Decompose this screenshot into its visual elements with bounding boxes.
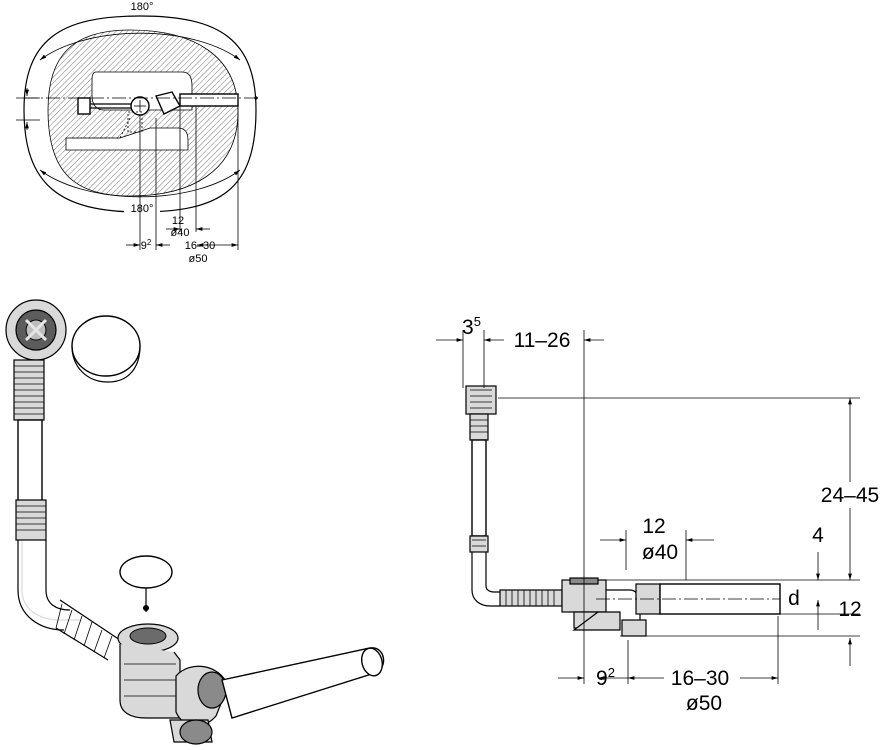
dim-9-label: 92 — [141, 238, 152, 252]
dim-o40-side-label: ø40 — [642, 541, 678, 564]
dim-4-label: 4 — [812, 524, 824, 547]
angle-top-label: 180° — [131, 1, 154, 13]
overflow-hose — [13, 359, 121, 661]
side-horizontal-hose — [499, 589, 563, 607]
side-vertical-pipe — [471, 439, 487, 537]
dim-12-right-label: 12 — [838, 598, 861, 621]
outlet-pipe — [179, 93, 239, 107]
dim-12-label: 12 — [172, 215, 184, 227]
dim-o50-label: ø50 — [189, 253, 208, 265]
overflow-fitting — [77, 97, 91, 115]
dim-24-45-label: 24–45 — [821, 484, 879, 507]
product-illustration — [5, 299, 385, 745]
dim-o50-side-label: ø50 — [686, 692, 722, 715]
angle-bottom-label: 180° — [131, 203, 154, 215]
side-outlet-socket — [621, 619, 647, 637]
outlet-pipe — [221, 647, 385, 719]
dim-11-26-label: 11–26 — [514, 329, 571, 352]
dim-16-30-side-label: 16–30 — [671, 667, 729, 690]
angle-arc-top — [39, 32, 241, 61]
side-view: 35 11–26 24–45 4 d 12 12 ø40 92 16–30 ø5… — [436, 314, 884, 715]
overflow-cap — [71, 315, 141, 377]
drain-plug — [119, 555, 173, 589]
dim-3-label: 35 — [462, 314, 481, 339]
dim-12-upper-label: 12 — [642, 515, 665, 538]
tub-cutout-lower — [65, 127, 189, 151]
drain-housing — [119, 644, 181, 719]
dim-d-label: d — [788, 587, 800, 610]
dim-16-30-label: 16–30 — [185, 240, 216, 252]
dim-9-side-label: 92 — [596, 665, 615, 690]
top-view: 180° 180° 12 ø40 92 16–30 ø50 — [16, 0, 260, 265]
